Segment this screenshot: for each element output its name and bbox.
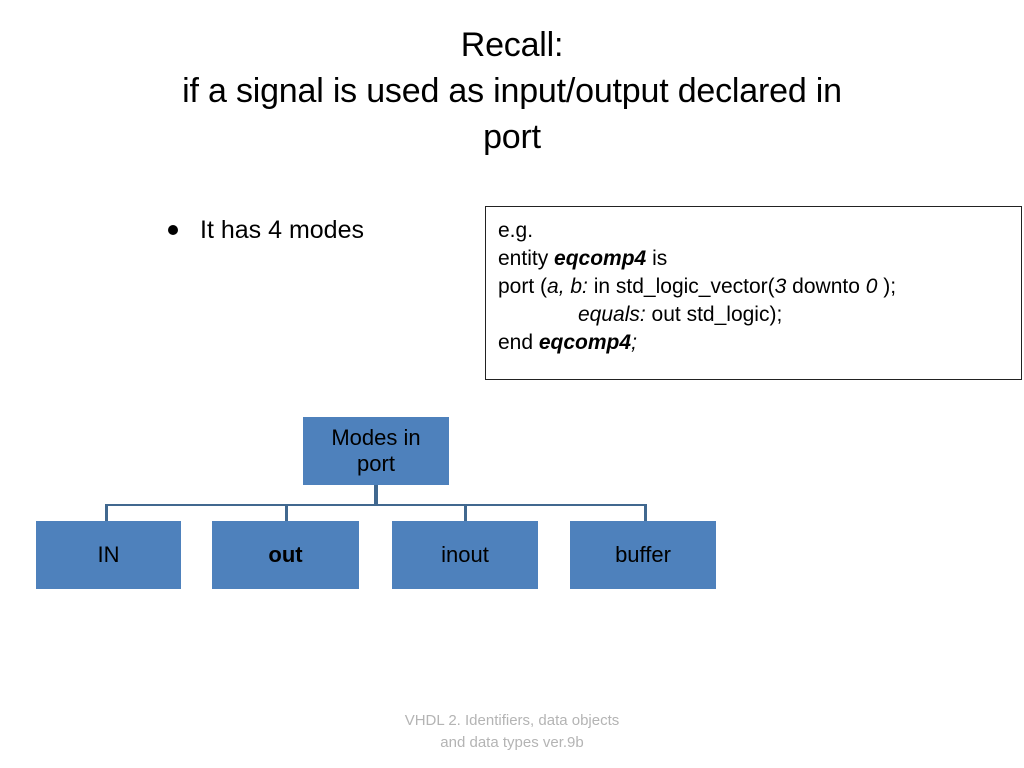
connector-drop-buffer [644,504,647,522]
code-kw-end: end [498,330,539,354]
bullet-list-item: It has 4 modes [168,215,364,245]
bullet-item-label: It has 4 modes [200,216,364,244]
code-line-end: end eqcomp4; [498,329,1021,357]
footer-line-2: and data types ver.9b [440,733,584,751]
footer-line-1: VHDL 2. Identifiers, data objects [404,712,620,729]
code-kw-is: is [646,246,668,270]
org-node-inout-label: inout [441,541,489,567]
code-kw-port: port ( [498,274,548,298]
title-line-1: Recall: [460,26,564,64]
org-node-out-label: out [268,541,303,567]
code-type-stdlogic: out std_logic); [645,302,783,326]
title-line-2: if a signal is used as input/output decl… [182,72,842,111]
code-line-entity: entity eqcomp4 is [498,245,1021,273]
connector-drop-in [105,504,108,522]
code-signal-ab: a, b: [547,274,588,298]
code-range-high: 3 [774,274,787,298]
connector-drop-inout [464,504,467,522]
org-node-out: out [212,521,359,589]
code-signal-equals: equals: [578,302,646,326]
code-text-eg: e.g. [498,219,534,242]
bullet-dot-icon [168,225,178,235]
org-node-in: IN [36,521,181,589]
org-node-parent-label-line2: port [357,451,395,476]
connector-stub-vertical [374,485,378,506]
connector-drop-out [285,504,288,522]
org-node-buffer: buffer [570,521,716,589]
code-line-equals: equals: out std_logic); [498,301,1021,329]
code-line-port: port (a, b: in std_logic_vector(3 downto… [498,273,1021,301]
code-close-paren: ); [877,274,897,298]
slide-footer: VHDL 2. Identifiers, data objects and da… [0,710,1024,754]
code-kw-downto: downto [786,274,866,298]
title-line-3: port [483,118,541,157]
connector-horizontal-bar [105,504,647,506]
org-node-in-label: IN [97,541,120,567]
code-semicolon: ; [631,330,637,354]
page-title: Recall: if a signal is used as input/out… [150,22,874,161]
code-range-low: 0 [865,274,878,298]
code-kw-entity: entity [498,246,555,270]
code-type-vector: in std_logic_vector( [587,274,775,298]
org-node-parent-label-line1: Modes in [331,424,421,450]
code-identifier-eqcomp4: eqcomp4 [554,246,647,270]
code-example-box: e.g. entity eqcomp4 is port (a, b: in st… [485,206,1022,380]
org-node-inout: inout [392,521,538,589]
org-node-buffer-label: buffer [615,541,671,567]
code-line-eg: e.g. [498,217,1021,245]
code-identifier-eqcomp4-end: eqcomp4 [538,330,632,354]
